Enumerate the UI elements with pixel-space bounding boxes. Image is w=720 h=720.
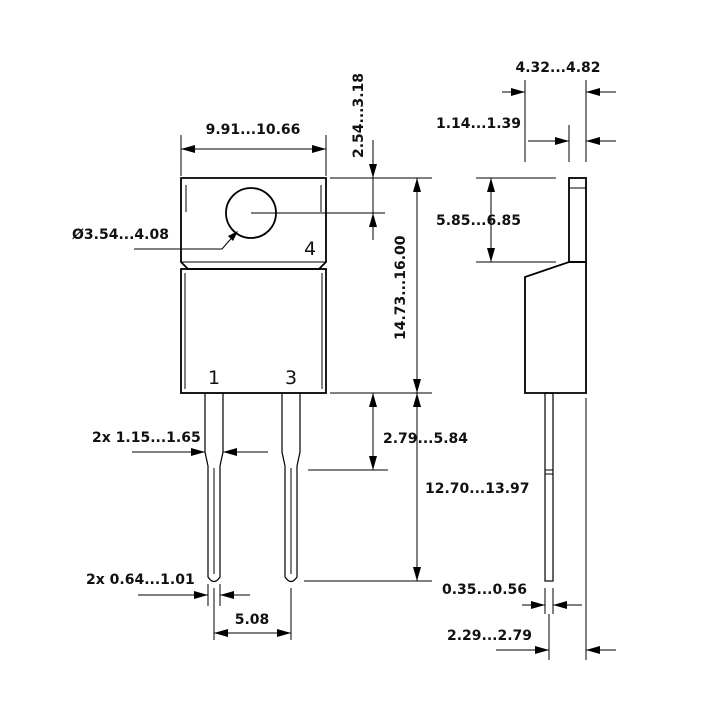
dim-lead-shoulder: 2.79...5.84 <box>383 431 468 447</box>
side-body <box>524 261 587 394</box>
front-view: 1 3 4 <box>180 177 327 583</box>
dim-hole-diameter: Ø3.54...4.08 <box>72 227 169 243</box>
dim-body-thickness: 2.29...2.79 <box>447 628 532 644</box>
dimension-lines-front: 9.91...10.66 2.54...3.18 Ø3.54...4.08 14… <box>72 73 530 640</box>
package-body-outline <box>180 268 327 394</box>
lead-1 <box>204 393 224 583</box>
dim-hole-offset: 2.54...3.18 <box>351 73 367 158</box>
lead-3 <box>281 393 301 583</box>
pin-label-4: 4 <box>304 238 316 260</box>
side-tab <box>568 177 587 263</box>
dim-tab-height: 5.85...6.85 <box>436 213 521 229</box>
side-lead <box>544 392 554 582</box>
pin-label-3: 3 <box>285 367 297 389</box>
dim-body-height: 14.73...16.00 <box>393 235 409 340</box>
dim-total-thickness: 4.32...4.82 <box>515 60 600 76</box>
pin-label-1: 1 <box>208 367 220 389</box>
dim-lead-width-wide: 2x 1.15...1.65 <box>92 430 201 446</box>
dim-body-width: 9.91...10.66 <box>206 122 301 138</box>
dim-lead-width-narrow: 2x 0.64...1.01 <box>86 572 195 588</box>
dim-pin-pitch: 5.08 <box>235 612 270 628</box>
dimension-lines-side: 4.32...4.82 1.14...1.39 5.85...6.85 0.35… <box>436 60 616 660</box>
dim-lead-length: 12.70...13.97 <box>425 481 530 497</box>
dim-lead-thickness: 0.35...0.56 <box>442 582 527 598</box>
dim-tab-thickness: 1.14...1.39 <box>436 116 521 132</box>
side-view <box>524 177 587 582</box>
